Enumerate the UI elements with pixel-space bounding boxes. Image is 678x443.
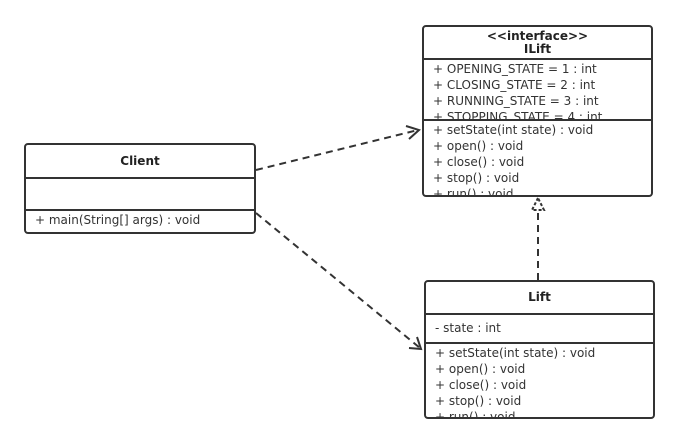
method: + stop() : void <box>435 394 522 408</box>
class-name: Lift <box>528 290 551 304</box>
attribute: + OPENING_STATE = 1 : int <box>433 62 597 76</box>
method: + open() : void <box>435 362 526 376</box>
method: + stop() : void <box>433 171 520 185</box>
method: + close() : void <box>433 155 525 169</box>
class-client[interactable]: Client + main(String[] args) : void <box>24 143 256 234</box>
attribute: - state : int <box>435 321 501 335</box>
method: + run() : void <box>435 410 516 417</box>
attributes-section <box>26 179 254 211</box>
method: + open() : void <box>433 139 524 153</box>
dependency-client-ilift <box>255 129 419 171</box>
method: + close() : void <box>435 378 527 392</box>
class-ilift[interactable]: <<interface>> ILift + OPENING_STATE = 1 … <box>422 25 653 197</box>
class-name: ILift <box>523 41 552 56</box>
method: + run() : void <box>433 187 514 195</box>
stereotype: <<interface>> <box>486 28 589 43</box>
dependency-client-lift <box>255 212 421 349</box>
attribute: + RUNNING_STATE = 3 : int <box>433 94 599 108</box>
attributes-section: - state : int <box>426 315 653 344</box>
class-header: <<interface>> ILift <box>424 27 651 60</box>
method: + setState(int state) : void <box>433 123 594 137</box>
arrowhead-open-icon <box>408 336 423 351</box>
class-lift[interactable]: Lift - state : int + setState(int state)… <box>424 280 655 419</box>
methods-section: + main(String[] args) : void <box>26 211 254 232</box>
attributes-section: + OPENING_STATE = 1 : int + CLOSING_STAT… <box>424 60 651 121</box>
methods-section: + setState(int state) : void + open() : … <box>426 344 653 417</box>
attribute: + STOPPING_STATE = 4 : int <box>433 110 603 121</box>
method: + setState(int state) : void <box>435 346 596 360</box>
method: + main(String[] args) : void <box>35 213 201 227</box>
attribute: + CLOSING_STATE = 2 : int <box>433 78 596 92</box>
class-header: Lift <box>426 282 653 315</box>
methods-section: + setState(int state) : void + open() : … <box>424 121 651 195</box>
class-name: Client <box>120 153 160 168</box>
arrowhead-triangle-icon <box>530 195 546 211</box>
arrowhead-open-icon <box>405 125 421 140</box>
class-header: Client <box>26 145 254 179</box>
